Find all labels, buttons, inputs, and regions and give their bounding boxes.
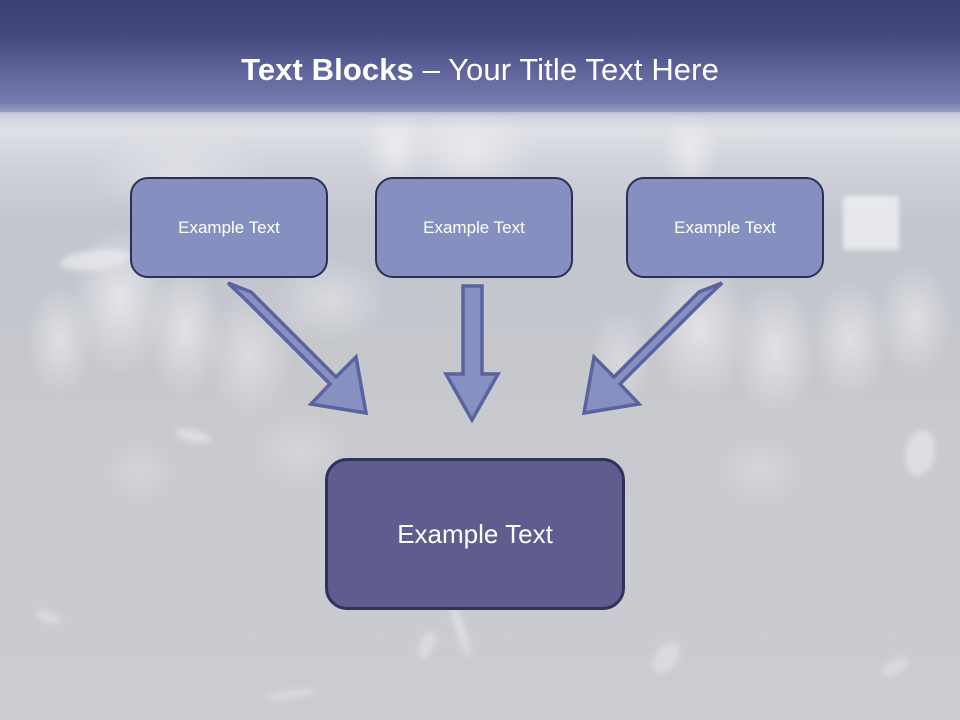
text-block-2-label: Example Text (423, 217, 525, 237)
header-fade (0, 104, 960, 130)
text-block-result-label: Example Text (397, 518, 553, 549)
header-band (0, 0, 960, 112)
text-block-1-label: Example Text (178, 217, 280, 237)
text-block-1[interactable]: Example Text (130, 177, 328, 278)
text-block-3[interactable]: Example Text (626, 177, 824, 278)
page-title: Text Blocks – Your Title Text Here (0, 52, 960, 88)
text-block-3-label: Example Text (674, 217, 776, 237)
text-block-2[interactable]: Example Text (375, 177, 573, 278)
text-block-result[interactable]: Example Text (325, 458, 625, 610)
page-title-regular: – Your Title Text Here (413, 52, 719, 87)
page-title-bold: Text Blocks (241, 52, 414, 87)
